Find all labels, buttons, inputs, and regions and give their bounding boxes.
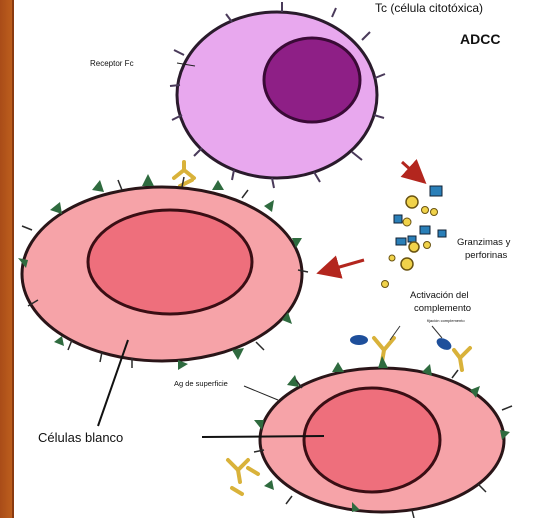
label-granzimas: Granzimas y — [457, 237, 511, 248]
ag-pointer — [244, 386, 278, 400]
label-perforinas: perforinas — [465, 250, 507, 261]
target-cell-top — [18, 174, 308, 370]
antibody-free-icon — [228, 460, 258, 494]
granules — [382, 186, 447, 288]
adcc-diagram: Receptor Fc Tc (célula citotóxica) ADCC — [14, 0, 551, 518]
complement-antibodies — [350, 326, 470, 370]
label-ag-superficie: Ag de superficie — [174, 379, 228, 388]
target-nucleus-top — [88, 210, 252, 314]
target-nucleus-bottom — [304, 388, 440, 492]
tc-cell — [170, 2, 385, 188]
tc-nucleus — [264, 38, 360, 122]
pointer-bottom-cell — [202, 436, 324, 437]
arrow-icon — [402, 162, 422, 180]
label-complemento-small: fijación complemento — [427, 318, 465, 323]
label-tc: Tc (célula citotóxica) — [375, 1, 483, 15]
diagram-panel: Receptor Fc Tc (célula citotóxica) ADCC — [12, 0, 551, 518]
arrow-icon-2 — [322, 260, 364, 272]
label-celulas-blanco: Células blanco — [38, 430, 123, 445]
label-receptor-fc: Receptor Fc — [90, 59, 134, 68]
label-complemento: complemento — [414, 303, 471, 314]
label-adcc: ADCC — [460, 31, 500, 47]
antibody-bridge-icon — [174, 162, 194, 186]
label-activacion: Activación del — [410, 290, 469, 301]
